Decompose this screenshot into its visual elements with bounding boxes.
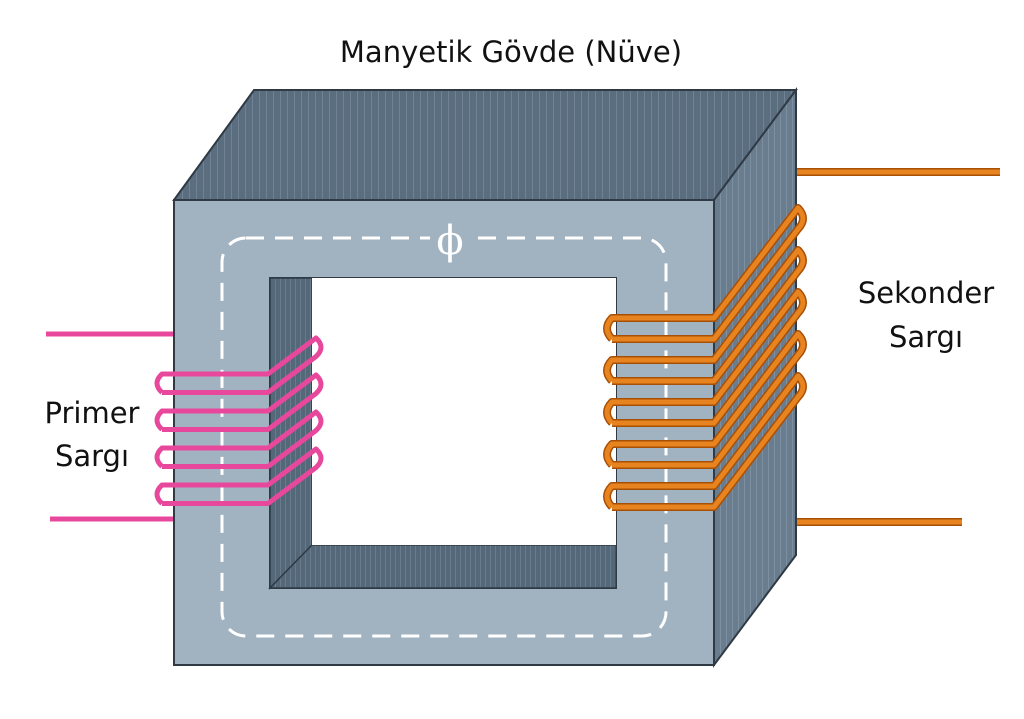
primary-label-line2: Sargı (55, 439, 129, 473)
secondary-turn (603, 204, 807, 343)
secondary-turn (603, 372, 807, 511)
flux-path (220, 236, 668, 638)
primary-label: Primer Sargı (45, 396, 140, 473)
svg-text:ϕ: ϕ (436, 218, 463, 264)
secondary-label-line2: Sargı (889, 320, 963, 354)
secondary-label: Sekonder Sargı (858, 276, 994, 354)
primary-winding (154, 335, 324, 506)
flux-symbol: ϕ (430, 218, 470, 264)
core-label: Manyetik Gövde (Nüve) (340, 35, 682, 69)
primary-turn (154, 335, 324, 395)
window-opening (312, 278, 616, 545)
core-top-face (172, 89, 798, 201)
secondary-turn (603, 246, 807, 385)
primary-turn (154, 372, 324, 432)
primary-turn (154, 446, 324, 506)
primary-leads (46, 331, 174, 522)
primary-label-line1: Primer (45, 396, 140, 430)
secondary-turn (603, 288, 807, 427)
secondary-turn (603, 330, 807, 469)
secondary-label-line1: Sekonder (858, 276, 994, 310)
primary-turn (154, 409, 324, 469)
secondary-winding (603, 204, 807, 511)
window-bottom-wall (268, 544, 617, 589)
